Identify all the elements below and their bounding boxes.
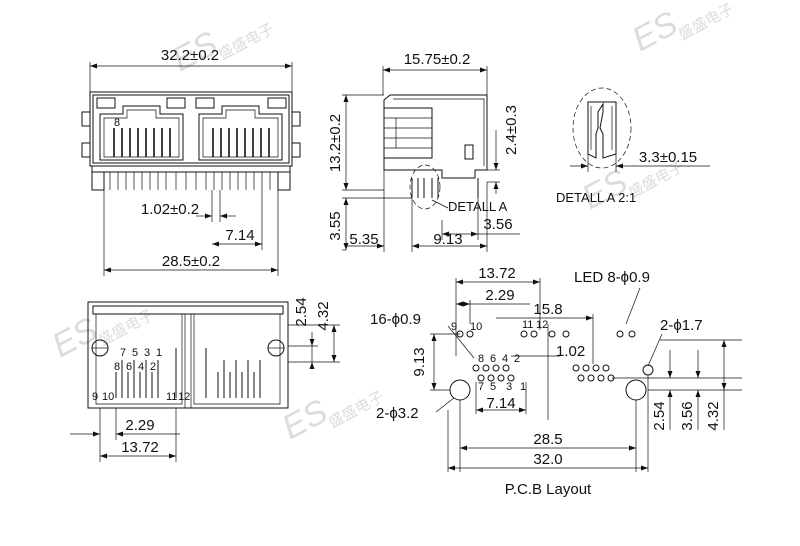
bottom-254-label: 2.54 — [293, 297, 310, 326]
pcb-102-label: 1.02 — [556, 343, 585, 360]
pcb-pin-12: 12 — [536, 319, 548, 331]
bottom-pin-3: 3 — [144, 347, 150, 359]
pcb-320-label: 32.0 — [533, 451, 562, 468]
watermark-logo: ES — [626, 4, 684, 59]
front-view: 32.2±0.2 — [81, 47, 301, 276]
bottom-pin-12: 12 — [178, 391, 190, 403]
pcb-pin-10: 10 — [470, 321, 482, 333]
front-width-bottom-label: 28.5±0.2 — [162, 253, 220, 270]
pcb-356-label: 3.56 — [679, 401, 696, 430]
pcb-mount-hole-left — [449, 379, 471, 401]
pcb-signal-holes — [472, 364, 615, 382]
pcb-158-label: 15.8 — [533, 301, 562, 318]
pcb-pin-11: 11 — [522, 319, 533, 331]
pcb-1372-label: 13.72 — [478, 265, 516, 282]
side-913-label: 9.13 — [433, 231, 462, 248]
bottom-pin-5: 5 — [132, 347, 138, 359]
detail-dim-label: 3.3±0.15 — [639, 149, 697, 166]
pcb-mount-hole-right — [625, 379, 647, 401]
pcb-pin-9: 9 — [451, 321, 457, 333]
pcb-pin-8: 8 — [478, 353, 484, 365]
side-height-label: 13.2±0.2 — [327, 114, 344, 172]
pcb-pin-4: 4 — [502, 353, 508, 365]
side-depth-label: 15.75±0.2 — [404, 51, 471, 68]
pcb-285-label: 28.5 — [533, 431, 562, 448]
front-width-top-label: 32.2±0.2 — [161, 47, 219, 64]
bottom-pin-2: 2 — [150, 361, 156, 373]
bottom-432-label: 4.32 — [315, 301, 332, 330]
watermark-chars: 盛盛电子 — [676, 0, 737, 43]
detail-view: 3.3±0.15 DETALL A 2:1 — [556, 87, 710, 205]
watermark-chars: 盛盛电子 — [216, 20, 277, 63]
right-jack-contacts — [212, 128, 270, 157]
pcb-peg-holes-label: 2-ϕ1.7 — [660, 317, 703, 334]
bottom-pin-10: 10 — [102, 391, 114, 403]
bottom-1372-label: 13.72 — [121, 439, 159, 456]
side-356-label: 3.56 — [483, 216, 512, 233]
bottom-pin-6: 6 — [126, 361, 132, 373]
pcb-254-label: 2.54 — [651, 401, 668, 430]
left-jack-contacts — [113, 128, 171, 157]
pcb-229-label: 2.29 — [485, 287, 514, 304]
pcb-pin-3: 3 — [506, 381, 512, 393]
side-535-label: 5.35 — [349, 231, 378, 248]
watermark-logo: ES — [276, 392, 334, 447]
pcb-pin-2: 2 — [514, 353, 520, 365]
pcb-913-label: 9.13 — [411, 347, 428, 376]
watermark-chars: 盛盛电子 — [96, 306, 157, 349]
bottom-pin-11: 11 — [166, 391, 177, 403]
bottom-pin-1: 1 — [156, 347, 162, 359]
pcb-pin-1: 1 — [520, 381, 526, 393]
pcb-led-holes-label: LED 8-ϕ0.9 — [574, 269, 650, 286]
bottom-view: 7 5 3 1 8 6 4 2 9 10 11 12 2.54 4.32 2.2… — [70, 297, 340, 462]
pcb-432-label: 4.32 — [705, 401, 722, 430]
bottom-pin-7: 7 — [120, 347, 126, 359]
side-led-offset-label: 2.4±0.3 — [503, 105, 520, 155]
pcb-pin-6: 6 — [490, 353, 496, 365]
pcb-714-label: 7.14 — [486, 395, 515, 412]
bottom-pin-9: 9 — [92, 391, 98, 403]
pcb-peg-hole-right — [642, 364, 654, 376]
pcb-pin-7: 7 — [478, 381, 484, 393]
front-714-label: 7.14 — [225, 227, 254, 244]
pcb-mount-holes-label: 2-ϕ3.2 — [376, 405, 419, 422]
pcb-title: P.C.B Layout — [505, 481, 592, 498]
detail-title: DETALL A 2:1 — [556, 190, 636, 205]
bottom-pin-4: 4 — [138, 361, 144, 373]
watermark-logo: ES — [46, 310, 104, 365]
side-view: 15.75±0.2 DETALL A 13.2±0.2 — [327, 51, 520, 252]
front-pin8-label: 8 — [114, 117, 120, 129]
side-355-label: 3.55 — [327, 211, 344, 240]
pcb-led-holes — [456, 330, 636, 338]
pcb-16-holes-label: 16-ϕ0.9 — [370, 311, 421, 328]
front-pins — [109, 172, 271, 190]
bottom-pin-glyphs — [115, 348, 261, 398]
bottom-pin-8: 8 — [114, 361, 120, 373]
front-pitch-label: 1.02±0.2 — [141, 201, 199, 218]
pcb-layout: 13.72 2.29 15.8 LED 8-ϕ0.9 16-ϕ0.9 2-ϕ1.… — [370, 265, 742, 498]
pcb-pin-5: 5 — [490, 381, 496, 393]
bottom-229-label: 2.29 — [125, 417, 154, 434]
